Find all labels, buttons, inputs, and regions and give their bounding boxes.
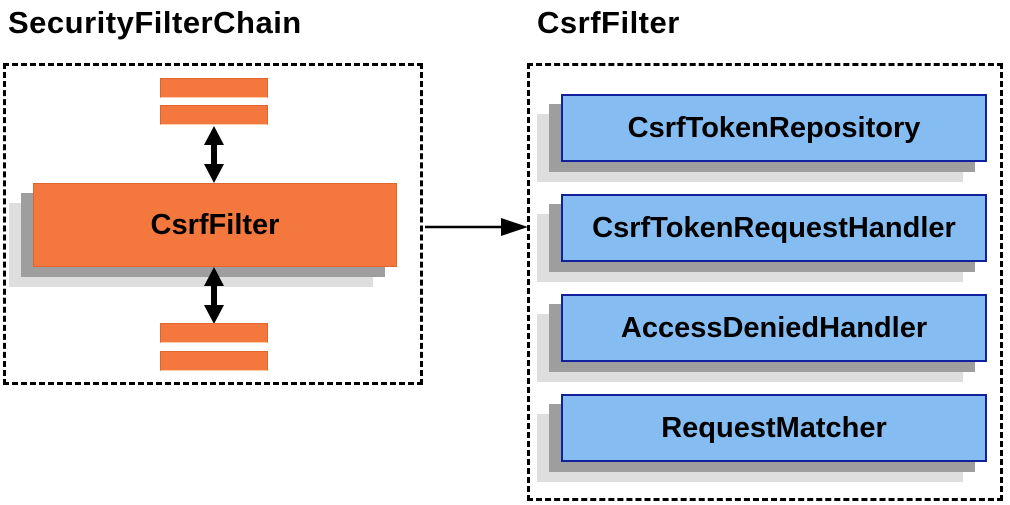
component-box-csrf-token-repository: CsrfTokenRepository	[561, 94, 987, 162]
component-box-access-denied-handler: AccessDeniedHandler	[561, 294, 987, 362]
security-filter-chain-title: SecurityFilterChain	[8, 5, 302, 40]
csrf-filter-title: CsrfFilter	[537, 5, 680, 40]
csrf-filter-box: CsrfFilter	[33, 183, 397, 267]
component-label: CsrfTokenRequestHandler	[592, 211, 956, 244]
double-arrow-icon	[204, 267, 224, 324]
double-arrow-icon	[204, 126, 224, 183]
filter-bar	[160, 323, 268, 343]
component-box-csrf-token-request-handler: CsrfTokenRequestHandler	[561, 194, 987, 262]
csrf-filter-box-label: CsrfFilter	[150, 208, 280, 241]
security-filter-chain-container	[3, 63, 423, 385]
flow-arrow-icon	[425, 218, 528, 236]
filter-bar	[160, 78, 268, 98]
component-label: CsrfTokenRepository	[627, 111, 921, 144]
component-label: AccessDeniedHandler	[620, 311, 928, 344]
filter-bar	[160, 351, 268, 371]
csrf-filter-container	[527, 63, 1003, 501]
component-box-request-matcher: RequestMatcher	[561, 394, 987, 462]
filter-bar	[160, 105, 268, 125]
component-label: RequestMatcher	[661, 411, 887, 444]
